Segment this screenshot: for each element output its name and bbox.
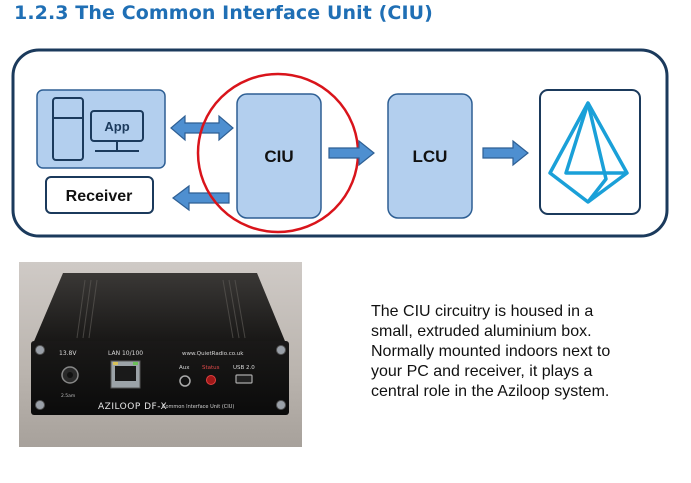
left-arrow-icon	[172, 184, 230, 212]
description-line: your PC and receiver, it plays a	[371, 363, 593, 380]
right-arrow-icon	[328, 139, 375, 167]
lcu-label: LCU	[413, 147, 448, 166]
box-top	[32, 273, 287, 346]
description-line: The CIU circuitry is housed in a	[371, 303, 594, 320]
ciu-box	[236, 93, 322, 219]
ethernet-port-icon	[110, 360, 141, 389]
diagram-frame	[11, 48, 669, 238]
ciu-system-diagram: App Receiver CIU LCU	[11, 48, 669, 238]
subtitle-label: Common Interface Unit (CIU)	[162, 404, 234, 410]
receiver-box	[45, 176, 154, 214]
status-led-icon	[206, 375, 216, 385]
amps-label: 2.5am	[61, 393, 75, 399]
description-text: The CIU circuitry is housed in a small, …	[371, 302, 671, 402]
lan-label: LAN 10/100	[108, 350, 143, 357]
monitor-icon	[90, 110, 144, 152]
antenna-icon	[548, 101, 629, 204]
screw-icon	[276, 345, 286, 355]
lcu-box	[387, 93, 473, 219]
url-label: www.QuietRadio.co.uk	[182, 351, 244, 357]
status-label: Status	[202, 365, 220, 371]
usb-port-icon	[235, 374, 253, 384]
description-line: Normally mounted indoors next to	[371, 343, 611, 360]
screw-icon	[276, 400, 286, 410]
usb-label: USB 2.0	[233, 365, 255, 371]
ciu-product-photo: 13.8V LAN 10/100 www.QuietRadio.co.uk Au…	[19, 262, 302, 447]
screw-icon	[35, 400, 45, 410]
right-arrow-icon	[482, 139, 529, 167]
ciu-label: CIU	[264, 147, 293, 166]
section-heading: 1.2.3 The Common Interface Unit (CIU)	[14, 2, 433, 24]
aux-jack-icon	[179, 375, 191, 387]
description-line: small, extruded aluminium box.	[371, 323, 592, 340]
app-label: App	[104, 119, 129, 134]
product-label: AZILOOP DF-X	[98, 402, 167, 412]
screw-icon	[35, 345, 45, 355]
front-panel	[31, 341, 289, 415]
description-line: central role in the Aziloop system.	[371, 383, 610, 400]
pc-tower-icon	[52, 97, 84, 161]
voltage-label: 13.8V	[59, 350, 77, 357]
aux-label: Aux	[179, 365, 190, 371]
receiver-label: Receiver	[66, 188, 133, 205]
